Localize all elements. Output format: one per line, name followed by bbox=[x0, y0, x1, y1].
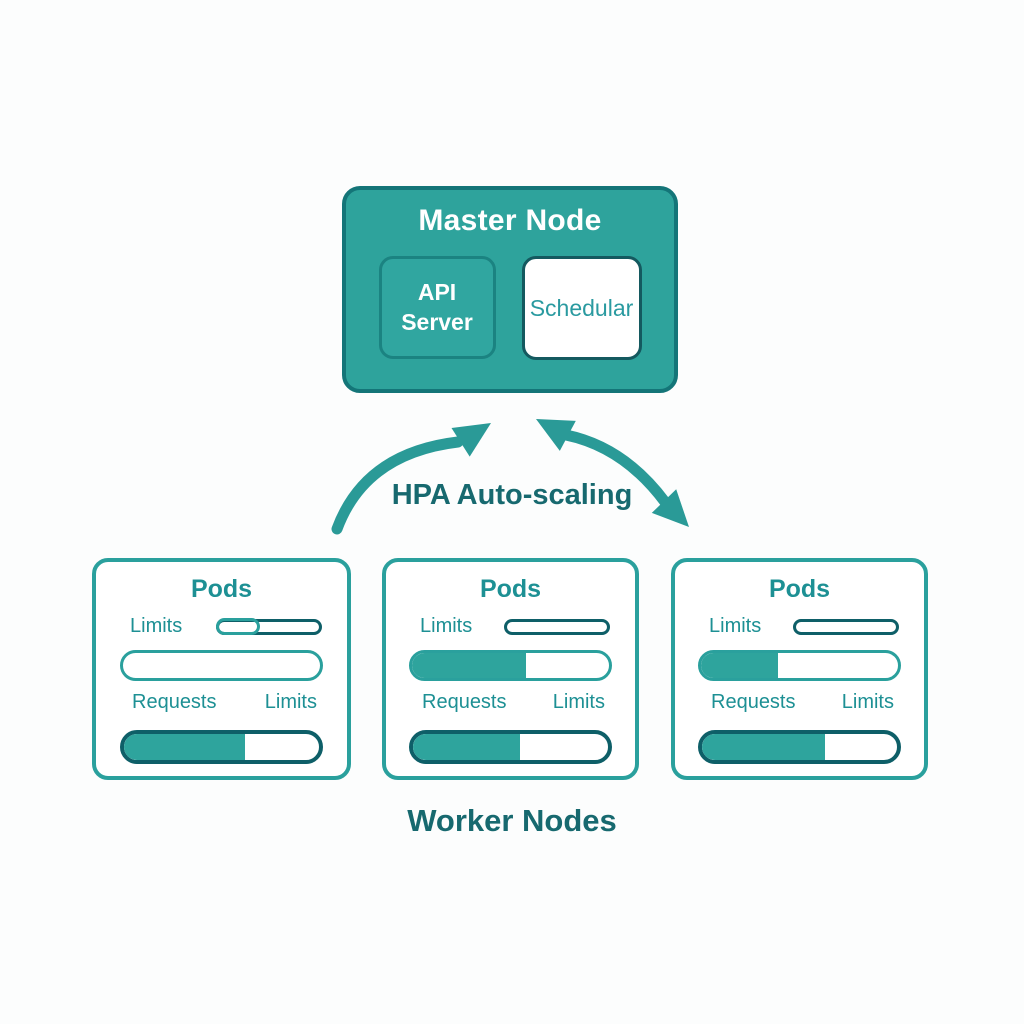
limits-label: Limits bbox=[130, 615, 183, 637]
requests-bar bbox=[698, 730, 901, 764]
usage-bar bbox=[409, 650, 612, 681]
curved-arrow-up-right-icon bbox=[331, 423, 491, 535]
pods-title: Pods bbox=[479, 575, 542, 603]
small-limits-bar bbox=[504, 618, 610, 635]
limits-row: Limits bbox=[709, 615, 899, 638]
requests-bar-fill bbox=[124, 734, 245, 760]
small-limits-bar bbox=[793, 618, 899, 635]
requests-limits-row: Requests Limits bbox=[132, 691, 317, 714]
master-node-children: API Server Schedular bbox=[346, 256, 674, 360]
limits-label: Limits bbox=[264, 691, 317, 713]
small-limits-bar bbox=[215, 618, 322, 635]
master-node-title: Master Node bbox=[418, 204, 602, 237]
limits-label: Limits bbox=[420, 615, 473, 637]
requests-label: Requests bbox=[711, 691, 796, 713]
pods-title: Pods bbox=[190, 575, 253, 603]
usage-bar-fill bbox=[412, 653, 527, 678]
limits-row: Limits bbox=[420, 615, 610, 638]
requests-bar bbox=[409, 730, 612, 764]
usage-bar bbox=[698, 650, 901, 681]
worker-node-box-1: Pods Limits Requests Limits bbox=[92, 558, 351, 780]
worker-node-box-3: Pods Limits Requests Limits bbox=[671, 558, 928, 780]
usage-bar bbox=[120, 650, 323, 681]
worker-node-box-2: Pods Limits Requests Limits bbox=[382, 558, 639, 780]
scheduler-label: Schedular bbox=[529, 294, 634, 321]
requests-label: Requests bbox=[132, 691, 217, 713]
pods-title: Pods bbox=[768, 575, 831, 603]
requests-label: Requests bbox=[422, 691, 507, 713]
limits-label: Limits bbox=[552, 691, 605, 713]
small-limits-bar-segment bbox=[215, 618, 260, 635]
limits-label: Limits bbox=[841, 691, 894, 713]
limits-row: Limits bbox=[130, 615, 322, 638]
requests-bar-fill bbox=[702, 734, 825, 760]
api-server-label: API Server bbox=[401, 278, 473, 335]
usage-bar-fill bbox=[701, 653, 778, 678]
scheduler-box: Schedular bbox=[521, 256, 642, 360]
api-server-box: API Server bbox=[378, 256, 496, 359]
limits-label: Limits bbox=[709, 615, 762, 637]
master-node-box: Master Node API Server Schedular bbox=[342, 186, 678, 393]
hpa-auto-scaling-label: HPA Auto-scaling bbox=[391, 479, 633, 511]
requests-bar-fill bbox=[413, 734, 521, 760]
requests-limits-row: Requests Limits bbox=[422, 691, 605, 714]
worker-nodes-title: Worker Nodes bbox=[407, 803, 617, 838]
requests-bar bbox=[120, 730, 323, 764]
requests-limits-row: Requests Limits bbox=[711, 691, 894, 714]
